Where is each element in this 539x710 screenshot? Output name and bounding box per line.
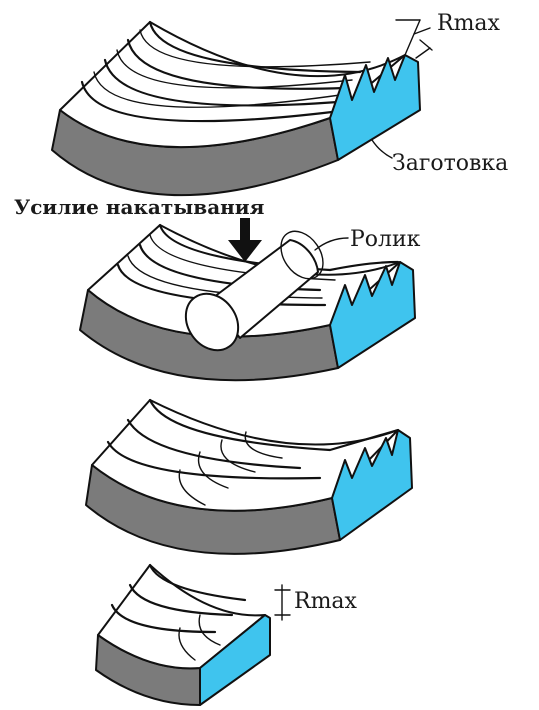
rmax-top-label: Rmax [437, 11, 501, 36]
rolling-force-label: Усилие накатывания [14, 195, 265, 219]
rolling-force-arrow [228, 218, 262, 262]
stage-1-workpiece [52, 20, 432, 195]
rmax-bottom-label: Rmax [294, 589, 358, 614]
roller-label: Ролик [350, 227, 421, 252]
stage-4-workpiece [96, 565, 290, 705]
workpiece-label: Заготовка [392, 151, 508, 176]
stage-3-workpiece [86, 400, 412, 554]
